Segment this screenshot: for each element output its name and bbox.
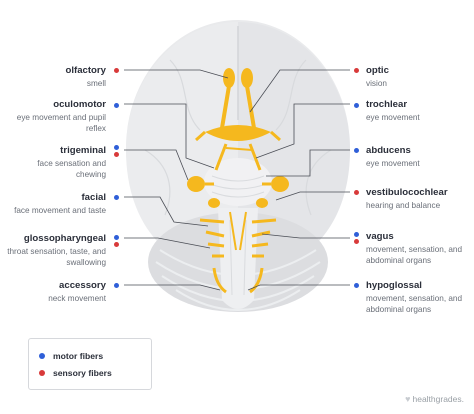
fiber-dot-abducens-motor — [354, 148, 359, 153]
fiber-dot-hypoglossal-motor — [354, 283, 359, 288]
label-optic: optic vision — [366, 65, 474, 90]
nerve-name-abducens: abducens — [366, 145, 411, 156]
nerve-name-accessory: accessory — [59, 280, 106, 291]
brainstem — [204, 158, 272, 309]
legend-row-sensory: sensory fibers — [39, 368, 112, 378]
healthgrades-logo: ♥healthgrades. — [405, 394, 464, 404]
label-vagus: vagus movement, sensation, and abdominal… — [366, 231, 470, 266]
nerve-function-trochlear: eye movement — [366, 113, 420, 122]
heart-icon: ♥ — [405, 394, 411, 404]
nerve-name-trigeminal: trigeminal — [60, 145, 106, 156]
legend-motor-label: motor fibers — [53, 351, 104, 361]
fiber-dot-oculomotor-motor — [114, 103, 119, 108]
nerve-function-glossopharyngeal: throat sensation, taste, and swallowing — [7, 247, 106, 267]
nerve-name-glossopharyngeal: glossopharyngeal — [23, 233, 106, 244]
fiber-dot-trochlear-motor — [354, 103, 359, 108]
fiber-dot-accessory-motor — [114, 283, 119, 288]
nerve-name-olfactory: olfactory — [65, 65, 106, 76]
nerve-function-oculomotor: eye movement and pupil reflex — [16, 113, 106, 133]
nerve-function-optic: vision — [366, 79, 387, 88]
fiber-dot-olfactory-sensory — [114, 68, 119, 73]
nerve-name-trochlear: trochlear — [366, 99, 408, 110]
fiber-dot-facial-motor — [114, 195, 119, 200]
nerve-name-optic: optic — [366, 65, 389, 76]
nerve-function-facial: face movement and taste — [14, 206, 106, 215]
fiber-dot-glossopharyngeal-motor — [114, 235, 119, 240]
legend-motor-dot — [39, 352, 45, 359]
leader-lines — [124, 69, 350, 291]
nerve-name-oculomotor: oculomotor — [53, 99, 106, 110]
fiber-dot-glossopharyngeal-sensory — [114, 242, 119, 247]
label-olfactory: olfactory smell — [0, 65, 106, 90]
legend-sensory-dot — [39, 369, 45, 376]
fiber-dot-trigeminal-motor — [114, 145, 119, 150]
legend-row-motor: motor fibers — [39, 351, 103, 361]
nerve-name-facial: facial — [81, 192, 106, 203]
cranial-nerves — [187, 68, 289, 294]
fiber-dot-vagus-motor — [354, 232, 359, 237]
fiber-dot-optic-sensory — [354, 68, 359, 73]
nerve-name-hypoglossal: hypoglossal — [366, 280, 422, 291]
label-trigeminal: trigeminal face sensation and chewing — [0, 145, 106, 180]
label-vestibulocochlear: vestibulocochlear hearing and balance — [366, 187, 474, 212]
nerve-function-hypoglossal: movement, sensation, and abdominal organ… — [366, 294, 463, 314]
nerve-name-vestibulocochlear: vestibulocochlear — [366, 187, 448, 198]
legend-sensory-label: sensory fibers — [53, 368, 112, 378]
label-glossopharyngeal: glossopharyngeal throat sensation, taste… — [0, 233, 106, 268]
nerve-function-vagus: movement, sensation, and abdominal organ… — [366, 245, 463, 265]
label-abducens: abducens eye movement — [366, 145, 474, 170]
fiber-legend: motor fibers sensory fibers — [28, 338, 152, 390]
label-hypoglossal: hypoglossal movement, sensation, and abd… — [366, 280, 470, 315]
nerve-function-trigeminal: face sensation and chewing — [37, 159, 106, 179]
brand-name: healthgrades. — [412, 394, 464, 404]
nerve-name-vagus: vagus — [366, 231, 394, 242]
fiber-dot-vagus-sensory — [354, 239, 359, 244]
nerve-function-abducens: eye movement — [366, 159, 420, 168]
nerve-function-vestibulocochlear: hearing and balance — [366, 201, 441, 210]
label-accessory: accessory neck movement — [0, 280, 106, 305]
label-trochlear: trochlear eye movement — [366, 99, 474, 124]
label-oculomotor: oculomotor eye movement and pupil reflex — [0, 99, 106, 134]
fiber-dot-vestibulocochlear-sensory — [354, 190, 359, 195]
fiber-dot-trigeminal-sensory — [114, 152, 119, 157]
nerve-function-olfactory: smell — [86, 79, 106, 88]
nerve-function-accessory: neck movement — [48, 294, 106, 303]
label-facial: facial face movement and taste — [0, 192, 106, 217]
